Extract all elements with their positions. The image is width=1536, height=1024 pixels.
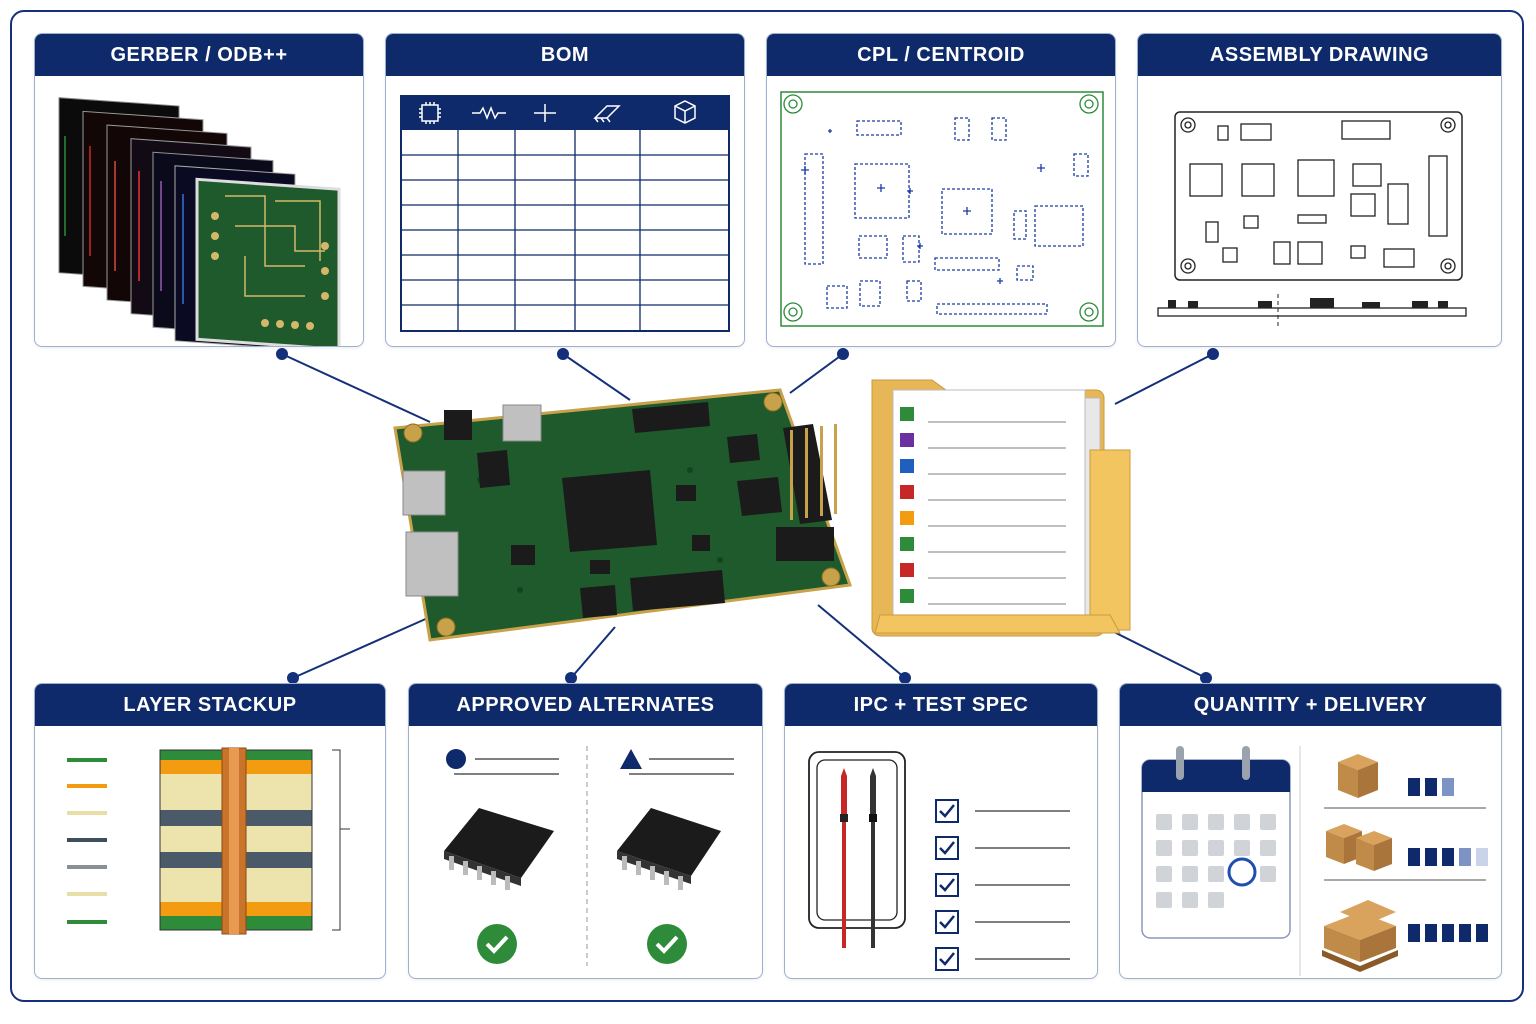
calendar-icon [1141,746,1291,939]
quantity-bar [1459,924,1471,942]
quantity-bar [1476,848,1488,866]
cpl-panel: CPL / CENTROID [766,33,1116,347]
quantity-bar [1425,848,1437,866]
folder-tab-marker [900,407,914,421]
circle-marker-icon [446,749,466,769]
calendar-day [1234,814,1250,830]
pallet-boxes-icon [1322,900,1398,972]
quantity-bar [1425,778,1437,796]
quantity-bar [1442,924,1454,942]
folder-tab-marker [900,511,914,525]
calendar-day [1156,840,1172,856]
folder-tab-marker [900,433,914,447]
calendar-day [1234,840,1250,856]
calendar-day [1208,866,1224,882]
multimeter-probes-icon [840,768,877,948]
calendar-day [1260,840,1276,856]
crosshair-icon [534,104,556,122]
checkbox-icon [935,947,959,971]
resistor-icon [472,105,506,121]
gerber-layers-icon [58,97,341,346]
gerber-panel: GERBER / ODB++ [34,33,364,347]
assembly-drawing-diagram [1157,111,1467,326]
calendar-day [1156,866,1172,882]
stackup-title: LAYER STACKUP [35,684,385,726]
calendar-day [1182,866,1198,882]
calendar-day [1208,814,1224,830]
assembly-title: ASSEMBLY DRAWING [1138,34,1501,76]
alternates-title: APPROVED ALTERNATES [409,684,762,726]
quantity-bar [1408,924,1420,942]
quantity-bar [1408,778,1420,796]
quantity-delivery-diagram [1141,746,1488,976]
approved-alternates-diagram [444,746,734,966]
check-circle-icon [477,924,517,964]
delivery-title: QUANTITY + DELIVERY [1120,684,1501,726]
ipc-panel: IPC + TEST SPEC [784,683,1098,979]
assembly-panel: ASSEMBLY DRAWING [1137,33,1502,347]
calendar-day [1182,814,1198,830]
checkbox-icon [935,910,959,934]
stackup-panel: LAYER STACKUP [34,683,386,979]
quantity-bar [1459,848,1471,866]
quantity-bar [1408,848,1420,866]
alternates-panel: APPROVED ALTERNATES [408,683,763,979]
calendar-day [1208,892,1224,908]
quantity-bar [1425,924,1437,942]
calendar-day [1208,840,1224,856]
quantity-bar [1476,924,1488,942]
quantity-bar [1442,848,1454,866]
calendar-day [1156,892,1172,908]
folder-tab-marker [900,589,914,603]
gerber-title: GERBER / ODB++ [35,34,363,76]
folder-tab-marker [900,459,914,473]
cpl-title: CPL / CENTROID [767,34,1115,76]
ipc-test-spec-diagram [808,751,1070,971]
folder-tab-marker [900,537,914,551]
folder-tab-marker [900,563,914,577]
chip-icon [419,102,441,124]
calendar-day [1182,840,1198,856]
check-circle-icon [647,924,687,964]
ic-chip-left [444,808,554,890]
single-box-icon [1338,754,1378,798]
triangle-marker-icon [620,749,642,769]
ipc-title: IPC + TEST SPEC [785,684,1097,726]
box-icon [674,100,696,124]
bom-table-icon [400,95,730,332]
cpl-placement-diagram [780,91,1104,327]
layer-stackup-diagram [67,747,350,935]
mcu-chip [562,470,657,552]
checkbox-icon [935,873,959,897]
checkbox-icon [935,836,959,860]
bom-panel: BOM [385,33,745,347]
calendar-day [1260,814,1276,830]
delivery-panel: QUANTITY + DELIVERY [1119,683,1502,979]
two-boxes-icon [1326,824,1392,871]
quantity-bar [1442,778,1454,796]
bom-title: BOM [386,34,744,76]
checkbox-icon [935,799,959,823]
calendar-day [1260,866,1276,882]
calendar-day [1182,892,1198,908]
ic-chip-right [617,808,721,890]
outer-frame [10,10,1524,1002]
folder-tab-marker [900,485,914,499]
ic-package-icon [593,105,621,123]
calendar-day [1156,814,1172,830]
